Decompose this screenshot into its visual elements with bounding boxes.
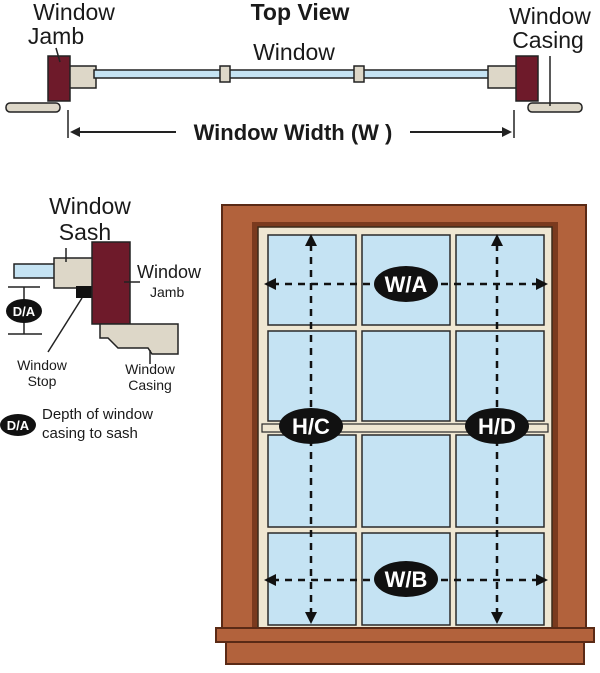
hd-arrow-top <box>491 234 503 246</box>
window-sill-top <box>215 627 595 643</box>
detail-jamb-label-line1: Window <box>137 262 202 282</box>
width-arrow-left <box>70 127 80 137</box>
pane <box>361 434 451 528</box>
legend-text-line1: Depth of window <box>42 406 153 423</box>
detail-stop <box>76 286 92 298</box>
top-left-casing-sill <box>5 102 61 113</box>
wb-arrow-right <box>536 574 548 586</box>
top-window-mullion-right <box>353 65 365 83</box>
width-arrow-right <box>502 127 512 137</box>
detail-stop-label-line2: Stop <box>28 373 57 389</box>
top-jamb-label-line2: Jamb <box>28 23 84 49</box>
meeting-rail <box>261 423 549 433</box>
detail-sash <box>53 257 99 289</box>
window-sill-apron <box>225 641 585 665</box>
detail-jamb-label-line2: Jamb <box>150 284 184 300</box>
top-casing-label-line2: Casing <box>512 27 584 53</box>
top-jamb-label-line1: Window <box>33 0 115 25</box>
da-badge-text: D/A <box>13 304 36 319</box>
top-window-label: Window <box>253 39 335 65</box>
hc-arrow-bottom <box>305 612 317 624</box>
wa-badge <box>374 266 438 302</box>
measurement-arrows <box>264 234 548 624</box>
wa-arrow-right <box>536 278 548 290</box>
pane <box>361 330 451 422</box>
top-window-glass <box>93 69 507 79</box>
window-width-label: Window Width (W ) <box>194 120 393 145</box>
top-casing-label-line1: Window <box>509 3 591 29</box>
front-window: W/A W/B H/C H/D <box>215 204 595 665</box>
top-view: Top View Window Jamb Window Window Casin… <box>5 0 591 145</box>
wb-badge-text: W/B <box>385 567 428 592</box>
pane <box>455 234 545 326</box>
top-right-jamb <box>515 55 539 102</box>
detail-stop-pointer <box>47 297 83 353</box>
detail-casing-label-line2: Casing <box>128 377 172 393</box>
detail-casing-label-line1: Window <box>125 361 176 377</box>
hc-badge <box>279 408 343 444</box>
hc-badge-text: H/C <box>292 414 330 439</box>
hd-badge-text: H/D <box>478 414 516 439</box>
detail-stop-label-line1: Window <box>17 357 68 373</box>
legend-text-line2: casing to sash <box>42 425 138 442</box>
side-detail: Window Sash Window Jamb D/A Window Stop … <box>0 193 202 442</box>
upper-sash-panes <box>267 234 545 422</box>
top-view-title: Top View <box>251 0 350 25</box>
hd-badge <box>465 408 529 444</box>
top-right-jamb-frame <box>487 65 519 89</box>
detail-jamb <box>91 241 131 325</box>
wb-badge <box>374 561 438 597</box>
detail-sash-label-line1: Window <box>49 193 131 219</box>
top-window-mullion-left <box>219 65 231 83</box>
wa-arrow-left <box>264 278 276 290</box>
wa-badge-text: W/A <box>385 272 428 297</box>
hd-arrow-bottom <box>491 612 503 624</box>
pane <box>455 434 545 528</box>
da-badge <box>6 299 42 323</box>
legend-da-badge-text: D/A <box>7 418 30 433</box>
wb-arrow-left <box>264 574 276 586</box>
top-right-casing-sill <box>527 102 583 113</box>
hc-arrow-top <box>305 234 317 246</box>
pane <box>455 330 545 422</box>
detail-casing <box>99 323 179 355</box>
legend-da-badge <box>0 414 36 436</box>
top-left-jamb <box>47 55 71 102</box>
detail-sash-label-line2: Sash <box>59 219 111 245</box>
top-left-jamb-pointer <box>55 47 61 63</box>
